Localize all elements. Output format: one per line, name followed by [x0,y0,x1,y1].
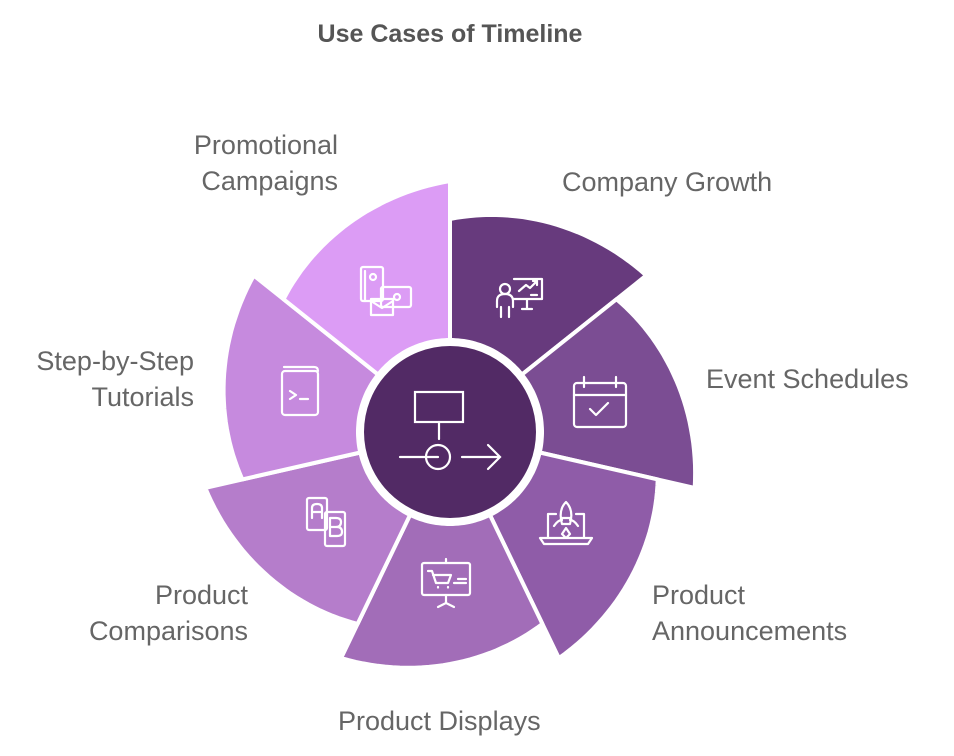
label-line: Step-by-Step [36,346,194,376]
label-line: Product Displays [338,706,541,736]
label-line: Campaigns [201,166,338,196]
laptop-rocket-icon [538,500,594,546]
label-line: Tutorials [91,382,194,412]
diagram-title: Use Cases of Timeline [317,20,583,48]
label-company-growth: Company Growth [562,164,772,200]
segment-product-comparisons [203,450,413,626]
label-line: Event Schedules [706,364,909,394]
label-line: Company Growth [562,167,773,197]
center-circle [360,342,540,522]
label-event-schedules: Event Schedules [706,361,909,397]
presentation-growth-icon [495,277,544,319]
calendar-check-icon [572,375,628,429]
label-line: Product [652,580,746,610]
label-line: Comparisons [88,616,248,646]
label-line: Announcements [652,616,848,646]
label-line: Promotional [193,130,338,160]
terminal-book-icon [280,365,320,417]
label-line: Product [154,580,248,610]
media-mail-icon [359,265,413,317]
label-product-displays: Product Displays [338,703,541,739]
segment-promotional-campaigns [281,179,452,377]
ab-phones-icon [305,496,347,548]
timeline-icon [398,390,502,471]
cart-board-icon [420,557,472,609]
segment-shape [281,179,452,377]
